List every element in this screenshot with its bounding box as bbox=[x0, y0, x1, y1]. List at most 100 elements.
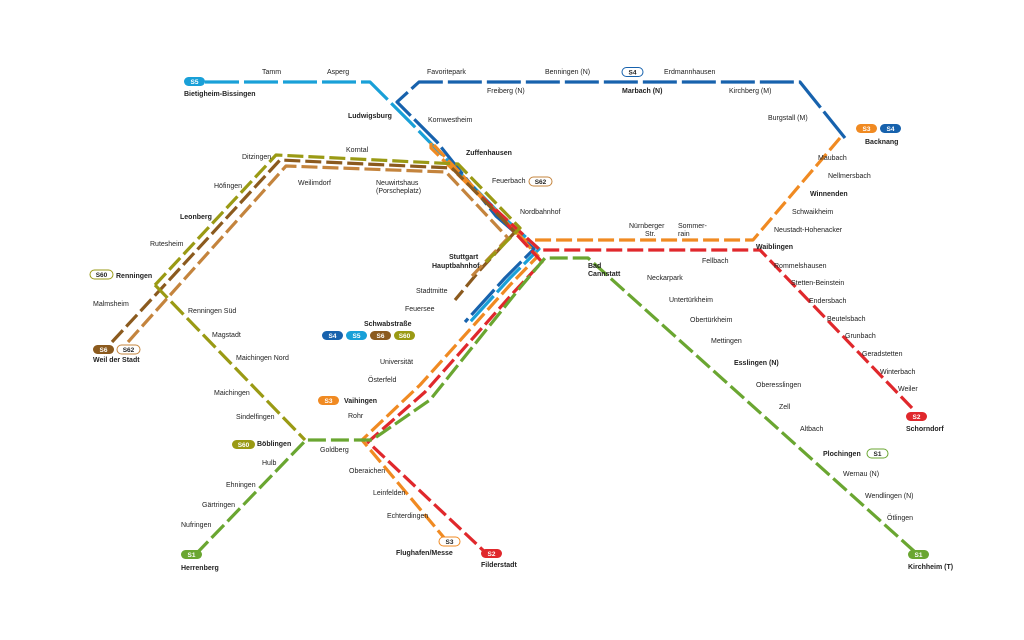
station-bad-cannstatt-1: Bad bbox=[588, 263, 601, 270]
badge-s4-schwab-text: S4 bbox=[329, 333, 337, 340]
badge-s1-kirchheim-text: S1 bbox=[915, 552, 923, 559]
station-marbach: Marbach (N) bbox=[622, 88, 662, 95]
station-nuernberger-1: Nürnberger bbox=[629, 223, 665, 230]
station-boeblingen: Böblingen bbox=[257, 441, 291, 448]
station-ditzingen: Ditzingen bbox=[242, 154, 271, 161]
badge-s6-schwab-text: S6 bbox=[377, 333, 385, 340]
station-altbach: Altbach bbox=[800, 426, 823, 433]
station-waiblingen: Waiblingen bbox=[756, 244, 793, 251]
badge-s3-vaihingen-bg bbox=[318, 396, 339, 405]
station-leonberg: Leonberg bbox=[180, 214, 212, 221]
badge-s2-schorndorf-text: S2 bbox=[913, 414, 921, 421]
station-sindelfingen: Sindelfingen bbox=[236, 414, 275, 421]
badge-s1-herrenberg: S1 bbox=[181, 550, 202, 559]
station-malmsheim: Malmsheim bbox=[93, 301, 129, 308]
line-s6 bbox=[110, 158, 517, 344]
badge-s3-flughafen: S3 bbox=[438, 536, 461, 547]
badge-s2-schorndorf: S2 bbox=[906, 412, 927, 421]
badge-s3-flughafen-text: S3 bbox=[446, 539, 454, 546]
badge-s62-feuerbach-bg bbox=[528, 176, 553, 187]
station-favoritepark: Favoritepark bbox=[427, 69, 466, 76]
station-tamm: Tamm bbox=[262, 69, 281, 76]
station-rommelshausen: Rommelshausen bbox=[774, 263, 827, 270]
station-kornwestheim: Kornwestheim bbox=[428, 117, 473, 124]
station-rohr: Rohr bbox=[348, 413, 364, 420]
station-fellbach: Fellbach bbox=[702, 258, 729, 265]
badge-s60-boeblingen-bg bbox=[232, 440, 255, 449]
badge-s5-bietigheim-text: S5 bbox=[191, 79, 199, 86]
station-oetlingen: Ötlingen bbox=[887, 514, 913, 522]
badge-s1-herrenberg-bg bbox=[181, 550, 202, 559]
badge-s60-renningen: S60 bbox=[89, 269, 114, 280]
station-oberaichen: Oberaichen bbox=[349, 468, 385, 475]
badge-s6-schwab-bg bbox=[370, 331, 391, 340]
station-nellmersbach: Nellmersbach bbox=[828, 173, 871, 180]
station-nufringen: Nufringen bbox=[181, 522, 211, 529]
station-maubach: Maubach bbox=[818, 155, 847, 162]
station-goldberg: Goldberg bbox=[320, 447, 349, 454]
badge-s6-weil-bg bbox=[93, 345, 114, 354]
station-schwabstrasse: Schwabstraße bbox=[364, 321, 412, 328]
station-flughafen: Flughafen/Messe bbox=[396, 550, 453, 557]
station-esslingen: Esslingen (N) bbox=[734, 360, 779, 367]
station-vaihingen: Vaihingen bbox=[344, 398, 377, 405]
station-neuwirtshaus-1: Neuwirtshaus bbox=[376, 180, 419, 187]
badge-s3-backnang-bg bbox=[856, 124, 877, 133]
station-winterbach: Winterbach bbox=[880, 369, 916, 376]
station-endersbach: Endersbach bbox=[809, 298, 846, 305]
badge-s4-backnang: S4 bbox=[880, 124, 901, 133]
badge-s4-backnang-text: S4 bbox=[887, 126, 895, 133]
station-hulb: Hulb bbox=[262, 460, 277, 467]
station-neuwirtshaus-2: (Porscheplatz) bbox=[376, 188, 421, 195]
station-nuernberger-2: Str. bbox=[645, 231, 656, 238]
station-nordbahnhof: Nordbahnhof bbox=[520, 209, 561, 216]
station-herrenberg: Herrenberg bbox=[181, 565, 219, 572]
station-gaertringen: Gärtringen bbox=[202, 502, 235, 509]
badge-s4-backnang-bg bbox=[880, 124, 901, 133]
badge-s5-bietigheim-bg bbox=[184, 77, 205, 86]
station-hoefingen: Höfingen bbox=[214, 183, 242, 190]
station-sommerrain-1: Sommer- bbox=[678, 223, 707, 230]
station-neustadt: Neustadt-Hohenacker bbox=[774, 227, 843, 234]
station-maichingen: Maichingen bbox=[214, 390, 250, 397]
badge-s2-filderstadt: S2 bbox=[481, 549, 502, 558]
route-lines bbox=[110, 80, 917, 557]
station-mettingen: Mettingen bbox=[711, 338, 742, 345]
badge-s4-marbach: S4 bbox=[621, 67, 644, 77]
badge-s3-backnang: S3 bbox=[856, 124, 877, 133]
badge-s62-weil: S62 bbox=[116, 344, 141, 355]
station-zuffenhausen: Zuffenhausen bbox=[466, 150, 512, 157]
line-s3 bbox=[360, 136, 842, 542]
badge-s62-weil-text: S62 bbox=[123, 347, 135, 354]
line-s60-south bbox=[153, 283, 307, 442]
station-filderstadt: Filderstadt bbox=[481, 562, 517, 569]
station-weil-der-stadt: Weil der Stadt bbox=[93, 357, 140, 364]
line-s60 bbox=[153, 153, 522, 287]
station-leinfelden: Leinfelden bbox=[373, 490, 405, 497]
badge-s62-feuerbach: S62 bbox=[528, 176, 553, 187]
station-weilimdorf: Weilimdorf bbox=[298, 180, 331, 187]
station-grunbach: Grunbach bbox=[845, 333, 876, 340]
line-s1 bbox=[193, 256, 917, 557]
station-obertuerkheim: Obertürkheim bbox=[690, 317, 733, 324]
badge-s60-boeblingen: S60 bbox=[232, 440, 255, 449]
badge-s1-herrenberg-text: S1 bbox=[188, 552, 196, 559]
station-neckarpark: Neckarpark bbox=[647, 275, 683, 282]
line-badges: S5 S4 S3 S4 S62 S60 S6 S62 bbox=[89, 67, 929, 559]
station-beutelsbach: Beutelsbach bbox=[827, 316, 866, 323]
station-bietigheim: Bietigheim-Bissingen bbox=[184, 91, 256, 98]
badge-s4-marbach-bg bbox=[621, 67, 644, 77]
station-stadtmitte: Stadtmitte bbox=[416, 288, 448, 295]
badge-s6-weil: S6 bbox=[93, 345, 114, 354]
badge-s4-schwab: S4 bbox=[322, 331, 343, 340]
badge-s3-vaihingen: S3 bbox=[318, 396, 339, 405]
badge-s3-flughafen-bg bbox=[438, 536, 461, 547]
badge-s1-plochingen: S1 bbox=[866, 448, 889, 459]
station-renningen: Renningen bbox=[116, 273, 152, 280]
station-bad-cannstatt-2: Cannstatt bbox=[588, 271, 621, 278]
badge-s3-backnang-text: S3 bbox=[863, 126, 871, 133]
station-maichingen-nord: Maichingen Nord bbox=[236, 355, 289, 362]
station-ludwigsburg: Ludwigsburg bbox=[348, 113, 392, 120]
